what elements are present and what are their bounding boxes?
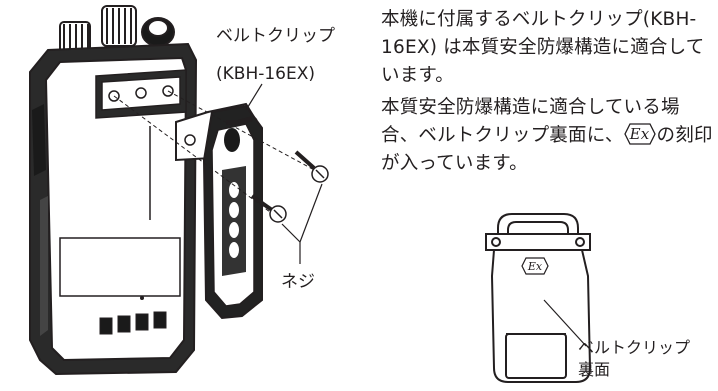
screw-upper [294, 150, 329, 183]
clip-ex-mark-icon [521, 257, 549, 275]
belt-clip-model-label: (KBH-16EX) [216, 64, 316, 84]
clip-leader [245, 83, 263, 111]
screw-label: ネジ [281, 272, 315, 292]
screw-lower [250, 194, 287, 223]
radio-drawing [29, 5, 329, 376]
antenna-base [141, 17, 175, 47]
clip-ex-mark-text: Ex [527, 260, 543, 273]
belt-clip-label: ベルトクリップ [216, 26, 335, 46]
screw-leaders [281, 183, 323, 264]
radio-belt-clip-illustration: ベルトクリップ (KBH-16EX) ネジ [29, 5, 335, 376]
screw-guide-lines [113, 90, 319, 213]
description-paragraph-2-after: の刻印が入っています。 [381, 125, 713, 174]
belt-clip-back-drawing: Ex [485, 213, 592, 383]
belt-clip-back-illustration: Ex [478, 208, 608, 386]
ex-mark-icon: Ex [623, 123, 656, 145]
radio-body [29, 42, 198, 376]
volume-knob [59, 21, 91, 57]
belt-clip [175, 102, 264, 320]
channel-knob [101, 5, 137, 47]
description-paragraph-2-before: 本質安全防爆構造に適合している場合、ベルトクリップ裏面に、 [381, 97, 680, 146]
description-paragraph-1: 本機に付属するベルトクリップ(KBH-16EX) は本質安全防爆構造に適合してい… [381, 9, 705, 86]
description-text: 本機に付属するベルトクリップ(KBH-16EX) は本質安全防爆構造に適合してい… [381, 6, 715, 182]
clip-back-label-line-1: ベルトクリップ [578, 338, 691, 357]
clip-back-label-line-2: 裏面 [578, 360, 611, 379]
